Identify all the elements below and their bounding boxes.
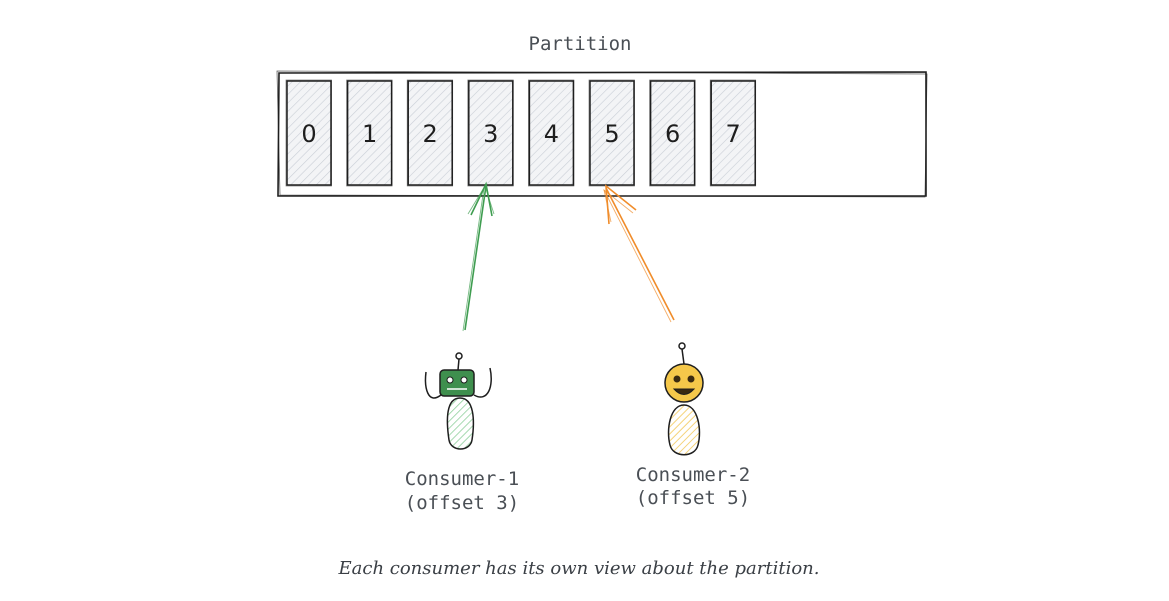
- partition-title: Partition: [529, 33, 632, 55]
- partition-cell-box: [346, 80, 393, 186]
- consumer-2-name: Consumer-2: [636, 464, 750, 486]
- consumer-1-robot-icon: [424, 352, 492, 450]
- diagram-caption: Each consumer has its own view about the…: [338, 558, 820, 579]
- partition-cell-7: 7: [709, 79, 757, 187]
- partition-cell-label: 7: [726, 120, 741, 148]
- partition-cell-box: [286, 80, 332, 186]
- partition-cell-2: 2: [406, 79, 454, 187]
- partition-cell-label: 6: [665, 120, 680, 148]
- partition-box: [276, 70, 928, 198]
- partition-cell-label: 2: [423, 120, 438, 148]
- partition-cell-outline: [588, 79, 635, 187]
- partition-cell-1: 1: [346, 79, 393, 187]
- partition-cell-3: 3: [467, 79, 514, 187]
- partition-cell-outline: [709, 79, 757, 187]
- partition-cell-outline: [528, 79, 575, 187]
- partition-cell-box: [649, 80, 696, 186]
- partition-cell-label: 4: [544, 120, 559, 148]
- partition-cell-outline: [467, 79, 514, 187]
- partition-cell-box: [468, 80, 514, 186]
- partition-cell-6: 6: [649, 79, 696, 187]
- partition-cell-4: 4: [528, 79, 575, 187]
- partition-cell-label: 1: [362, 120, 377, 148]
- consumer-1-arrow: [462, 181, 495, 332]
- partition-cells: 0 1 2 3 4 5 6 7: [285, 79, 757, 187]
- partition-cell-outline: [406, 79, 454, 187]
- partition-cell-outline: [285, 79, 332, 187]
- partition-cell-outline: [346, 79, 393, 187]
- consumer-2-arrow: [603, 184, 675, 323]
- partition-cell-label: 3: [483, 120, 498, 148]
- partition-cell-box: [407, 80, 453, 186]
- consumer-2-offset-label: (offset 5): [636, 487, 750, 509]
- partition-cell-box: [710, 80, 756, 186]
- partition-cell-outline: [649, 79, 696, 187]
- partition-cell-box: [589, 80, 635, 186]
- partition-cell-box: [528, 80, 575, 186]
- consumer-1-offset-label: (offset 3): [405, 492, 519, 514]
- consumer-1-name: Consumer-1: [405, 468, 519, 490]
- partition-cell-label: 5: [604, 120, 619, 148]
- consumer-2-robot-icon: [664, 342, 704, 456]
- partition-cell-5: 5: [588, 79, 635, 187]
- partition-cell-label: 0: [301, 120, 316, 148]
- partition-cell-0: 0: [285, 79, 332, 187]
